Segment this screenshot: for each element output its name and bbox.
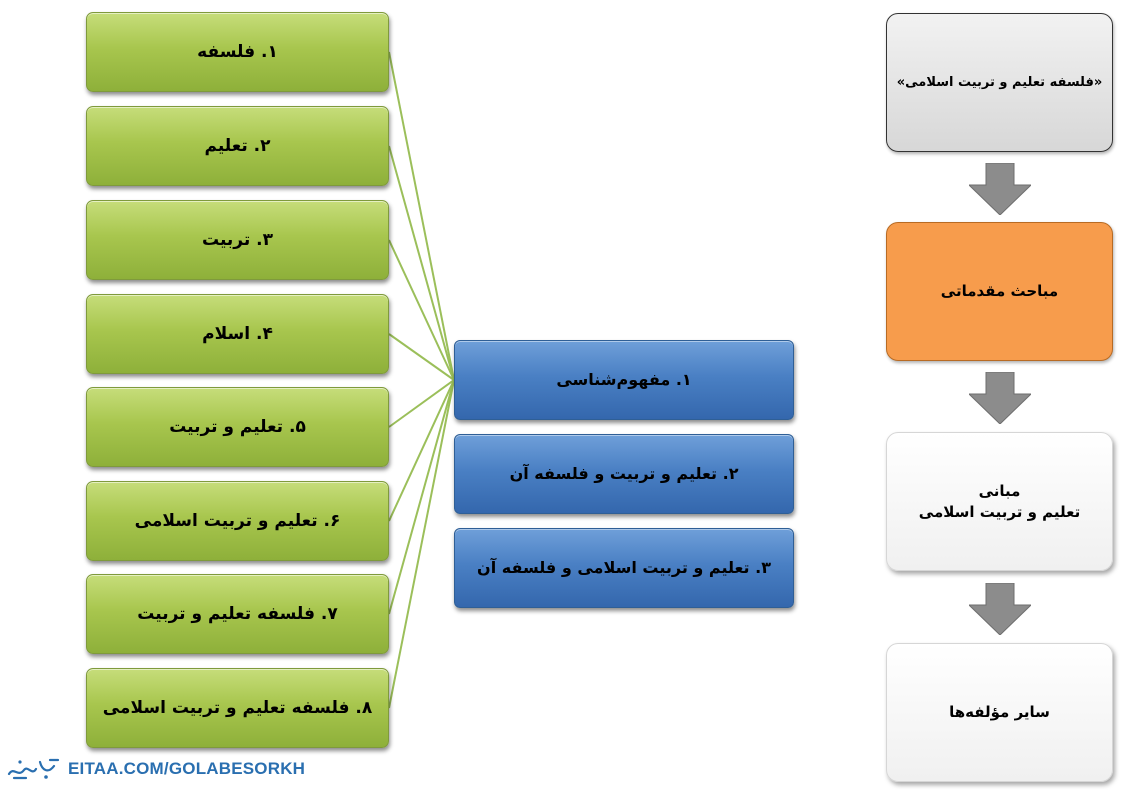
watermark-text: EITAA.COM/GOLABESORKH <box>68 759 306 778</box>
subtopic-label: ۳. تربیت <box>201 229 274 250</box>
subtopic-box-8: ۸. فلسفه تعلیم و تربیت اسلامی <box>86 668 389 748</box>
topic-box-2: ۲. تعلیم و تربیت و فلسفه آن <box>454 434 794 514</box>
flow-foundations-line2: تعلیم و تربیت اسلامی <box>918 502 1081 521</box>
watermark: EITAA.COM/GOLABESORKH <box>6 755 305 783</box>
topic-box-1: ۱. مفهوم‌شناسی <box>454 340 794 420</box>
flow-other-label: سایر مؤلفه‌ها <box>949 703 1050 722</box>
topic-label: ۲. تعلیم و تربیت و فلسفه آن <box>509 464 739 484</box>
topic-label: ۱. مفهوم‌شناسی <box>556 370 692 390</box>
topic-box-3: ۳. تعلیم و تربیت اسلامی و فلسفه آن <box>454 528 794 608</box>
subtopic-box-5: ۵. تعلیم و تربیت <box>86 387 389 467</box>
flow-foundations-line1: مبانی <box>978 482 1021 501</box>
subtopic-box-3: ۳. تربیت <box>86 200 389 280</box>
subtopic-label: ۵. تعلیم و تربیت <box>169 416 306 437</box>
connector-line-5 <box>388 379 455 428</box>
subtopic-label: ۶. تعلیم و تربیت اسلامی <box>134 510 341 531</box>
connector-line-3 <box>388 239 455 381</box>
connector-line-6 <box>388 379 455 522</box>
subtopic-box-4: ۴. اسلام <box>86 294 389 374</box>
down-arrow-icon <box>969 163 1031 215</box>
topic-label: ۳. تعلیم و تربیت اسلامی و فلسفه آن <box>477 558 771 578</box>
down-arrow-icon <box>969 583 1031 635</box>
subtopic-box-1: ۱. فلسفه <box>86 12 389 92</box>
calligraphy-logo-icon <box>7 758 60 780</box>
subtopic-label: ۲. تعلیم <box>204 135 271 156</box>
flow-foundations-box: مبانی تعلیم و تربیت اسلامی <box>886 432 1113 571</box>
subtopic-box-6: ۶. تعلیم و تربیت اسلامی <box>86 481 389 561</box>
flow-intro-box: مباحث مقدماتی <box>886 222 1113 361</box>
down-arrow-icon <box>969 372 1031 424</box>
subtopic-label: ۴. اسلام <box>202 323 273 344</box>
connector-line-1 <box>388 51 455 381</box>
flow-intro-label: مباحث مقدماتی <box>940 282 1059 301</box>
subtopic-label: ۷. فلسفه تعلیم و تربیت <box>137 603 338 624</box>
flow-title-label: «فلسفه تعلیم و تربیت اسلامی» <box>896 74 1103 90</box>
subtopic-label: ۸. فلسفه تعلیم و تربیت اسلامی <box>102 697 373 718</box>
subtopic-box-2: ۲. تعلیم <box>86 106 389 186</box>
connector-line-2 <box>388 145 455 381</box>
flow-title-box: «فلسفه تعلیم و تربیت اسلامی» <box>886 13 1113 152</box>
connector-line-4 <box>388 333 455 381</box>
connector-line-8 <box>388 379 455 709</box>
connector-line-7 <box>388 379 455 615</box>
subtopic-label: ۱. فلسفه <box>197 41 278 62</box>
subtopic-box-7: ۷. فلسفه تعلیم و تربیت <box>86 574 389 654</box>
flow-other-box: سایر مؤلفه‌ها <box>886 643 1113 782</box>
